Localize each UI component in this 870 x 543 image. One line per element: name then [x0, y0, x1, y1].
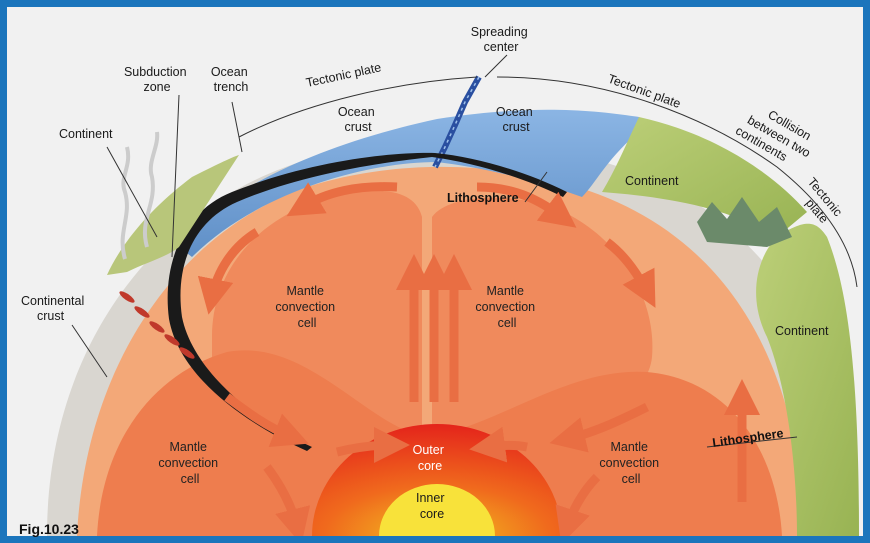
label-continental-crust: Continental crust: [21, 294, 88, 323]
figure-label: Fig.10.23: [19, 521, 79, 537]
label-ocean-crust-left: Ocean crust: [338, 105, 378, 134]
label-spreading-center: Spreading center: [471, 25, 531, 54]
label-tectonic-plate-left: Tectonic plate: [305, 60, 383, 90]
label-continent-left: Continent: [59, 127, 113, 141]
label-tectonic-plate-side: Tectonic plate: [793, 175, 847, 231]
label-ocean-trench: Ocean trench: [211, 65, 251, 94]
label-continent-right-top: Continent: [625, 174, 679, 188]
label-tectonic-plate-right: Tectonic plate: [606, 72, 683, 111]
plate-tectonics-diagram: Spreading center Tectonic plate Tectonic…: [7, 7, 863, 536]
label-continent-right-bottom: Continent: [775, 324, 829, 338]
label-lithosphere-top: Lithosphere: [447, 191, 519, 205]
label-subduction-zone: Subduction zone: [124, 65, 190, 94]
